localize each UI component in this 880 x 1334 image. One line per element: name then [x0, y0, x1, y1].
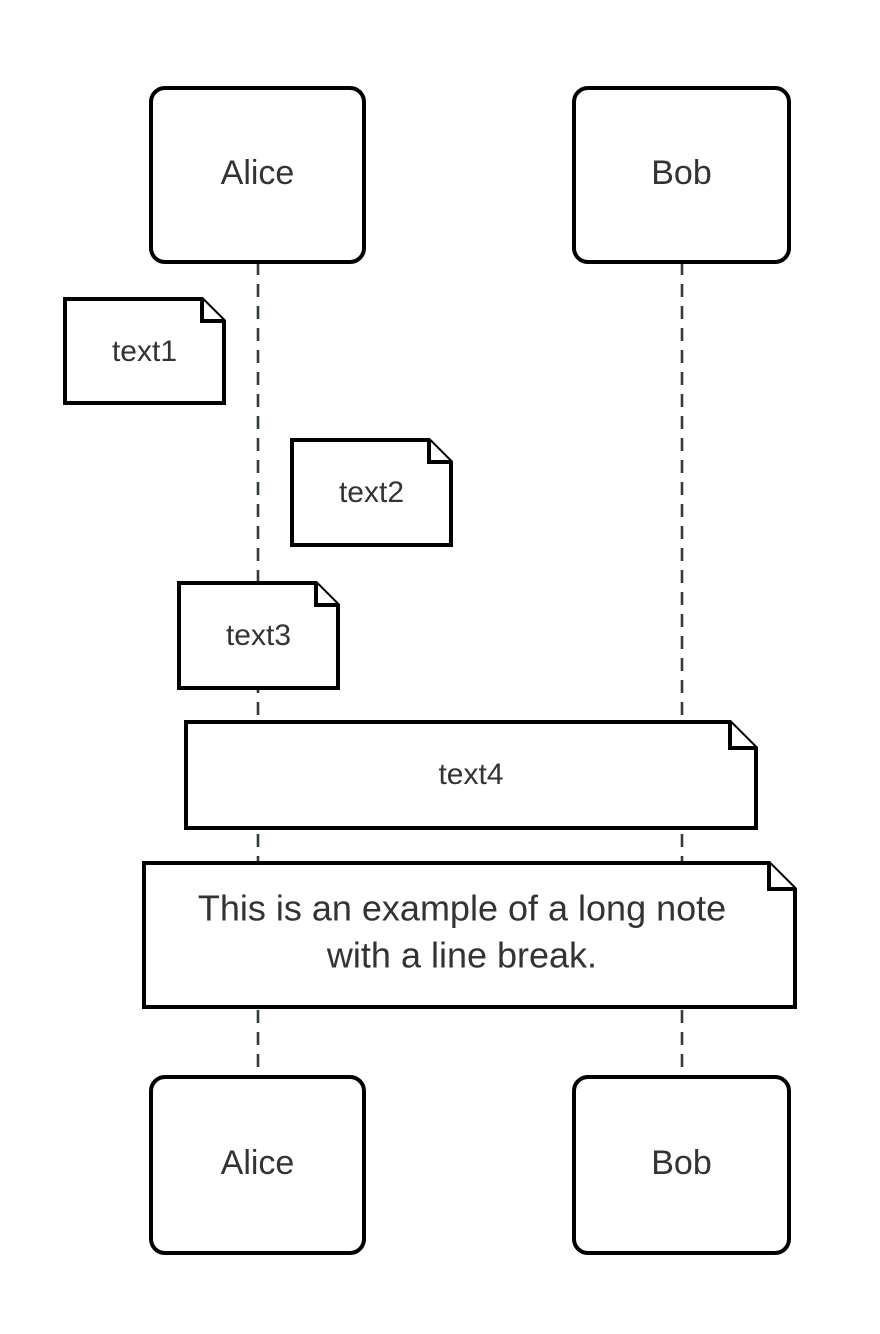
note-text-text4: text4 — [438, 758, 503, 791]
actor-box-alice-bottom[interactable] — [149, 1075, 366, 1255]
note-fold-corner-text2 — [427, 440, 451, 464]
note-fold-corner-text1 — [200, 299, 224, 323]
note-body-text4[interactable] — [184, 720, 758, 830]
actor-header-alice[interactable]: Alice — [149, 86, 366, 264]
actor-box-alice-top[interactable] — [149, 86, 366, 264]
note-text-text1: text1 — [112, 335, 177, 368]
note-text-long-example-line2: with a line break. — [326, 935, 597, 976]
note-body-text3[interactable] — [177, 581, 340, 690]
note-text-long-example-line1: This is an example of a long note — [198, 888, 726, 929]
note-fold-corner-text4 — [728, 722, 756, 750]
note-body-text1[interactable] — [63, 297, 226, 405]
actor-header-bob[interactable]: Bob — [572, 86, 791, 264]
actor-label-alice-top: Alice — [221, 154, 295, 192]
note-fold-corner-text3 — [314, 583, 338, 607]
note-text1[interactable]: text1 — [63, 297, 226, 405]
actor-footer-bob[interactable]: Bob — [572, 1075, 791, 1255]
actor-footer-alice[interactable]: Alice — [149, 1075, 366, 1255]
actor-label-bob-bottom: Bob — [651, 1144, 712, 1182]
note-text-text3: text3 — [226, 619, 291, 652]
note-long-example[interactable]: This is an example of a long note with a… — [142, 861, 797, 1009]
actor-label-alice-bottom: Alice — [221, 1144, 295, 1182]
actor-label-bob-top: Bob — [651, 154, 712, 192]
note-text3[interactable]: text3 — [177, 581, 340, 690]
note-text2[interactable]: text2 — [290, 438, 453, 547]
actor-box-bob-top[interactable] — [572, 86, 791, 264]
actor-box-bob-bottom[interactable] — [572, 1075, 791, 1255]
note-fold-corner-long-example — [767, 863, 795, 891]
note-body-text2[interactable] — [290, 438, 453, 547]
note-text-text2: text2 — [339, 476, 404, 509]
note-body-long-example[interactable] — [142, 861, 797, 1009]
note-text4[interactable]: text4 — [184, 720, 758, 830]
